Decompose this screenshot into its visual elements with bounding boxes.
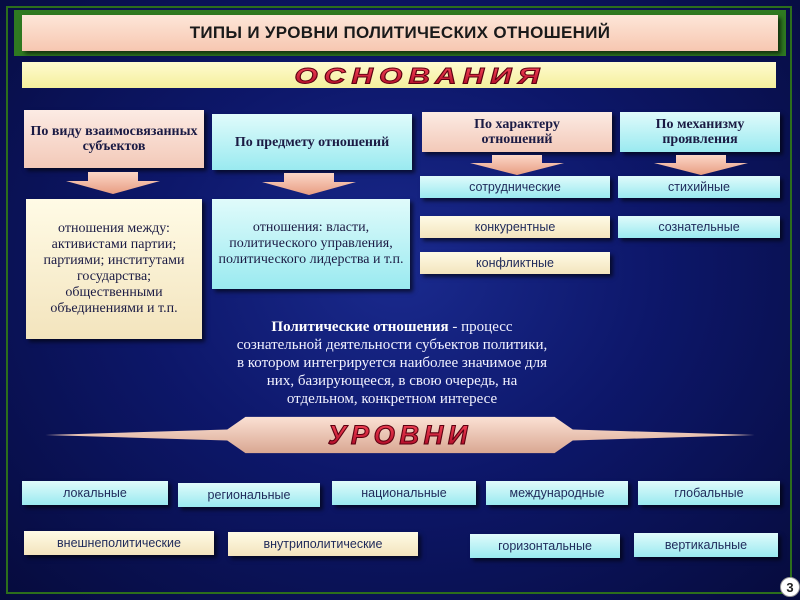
character-item-cooperative: сотруднические	[420, 176, 610, 198]
level-vertical: вертикальные	[634, 533, 778, 557]
level-national: национальные	[332, 481, 476, 505]
bases-label: ОСНОВАНИЯ	[294, 63, 545, 88]
column3-arrow-icon	[470, 155, 564, 175]
level-global: глобальные	[638, 481, 780, 505]
column4-header: По механизму проявления	[620, 112, 780, 152]
column2-header: По предмету отношений	[212, 114, 412, 170]
levels-label: УРОВНИ	[328, 419, 472, 450]
definition-term: Политические отношения	[271, 319, 449, 335]
mechanism-item-spontaneous: стихийные	[618, 176, 780, 198]
column1-header: По виду взаимосвязанных субъектов	[24, 110, 204, 168]
definition-text: Политические отношения - процесс сознате…	[236, 318, 548, 407]
level-regional: региональные	[178, 483, 320, 507]
outer-frame	[6, 6, 792, 594]
level-domestic-policy: внутриполитические	[228, 532, 418, 556]
level-international: международные	[486, 481, 628, 505]
level-local: локальные	[22, 481, 168, 505]
character-item-conflict: конфликтные	[420, 252, 610, 274]
level-horizontal: горизонтальные	[470, 534, 620, 558]
level-foreign-policy: внешнеполитические	[24, 531, 214, 555]
levels-ribbon: УРОВНИ	[45, 416, 755, 454]
levels-ribbon-shape	[45, 416, 755, 454]
page-number: 3	[780, 577, 800, 597]
bases-band	[22, 62, 776, 88]
mechanism-item-conscious: сознательные	[618, 216, 780, 238]
column2-arrow-icon	[262, 173, 356, 195]
bases-word-art: ОСНОВАНИЯ	[294, 63, 545, 89]
page-title: ТИПЫ И УРОВНИ ПОЛИТИЧЕСКИХ ОТНОШЕНИЙ	[22, 15, 778, 51]
column4-arrow-icon	[654, 155, 748, 175]
column1-content: отношения между: активистами партии; пар…	[26, 199, 202, 339]
character-item-competitive: конкурентные	[420, 216, 610, 238]
column1-arrow-icon	[66, 172, 160, 194]
definition-body: - процесс сознательной деятельности субъ…	[236, 319, 548, 407]
column2-content: отношения: власти, политического управле…	[212, 199, 410, 289]
column3-header: По характеру отношений	[422, 112, 612, 152]
